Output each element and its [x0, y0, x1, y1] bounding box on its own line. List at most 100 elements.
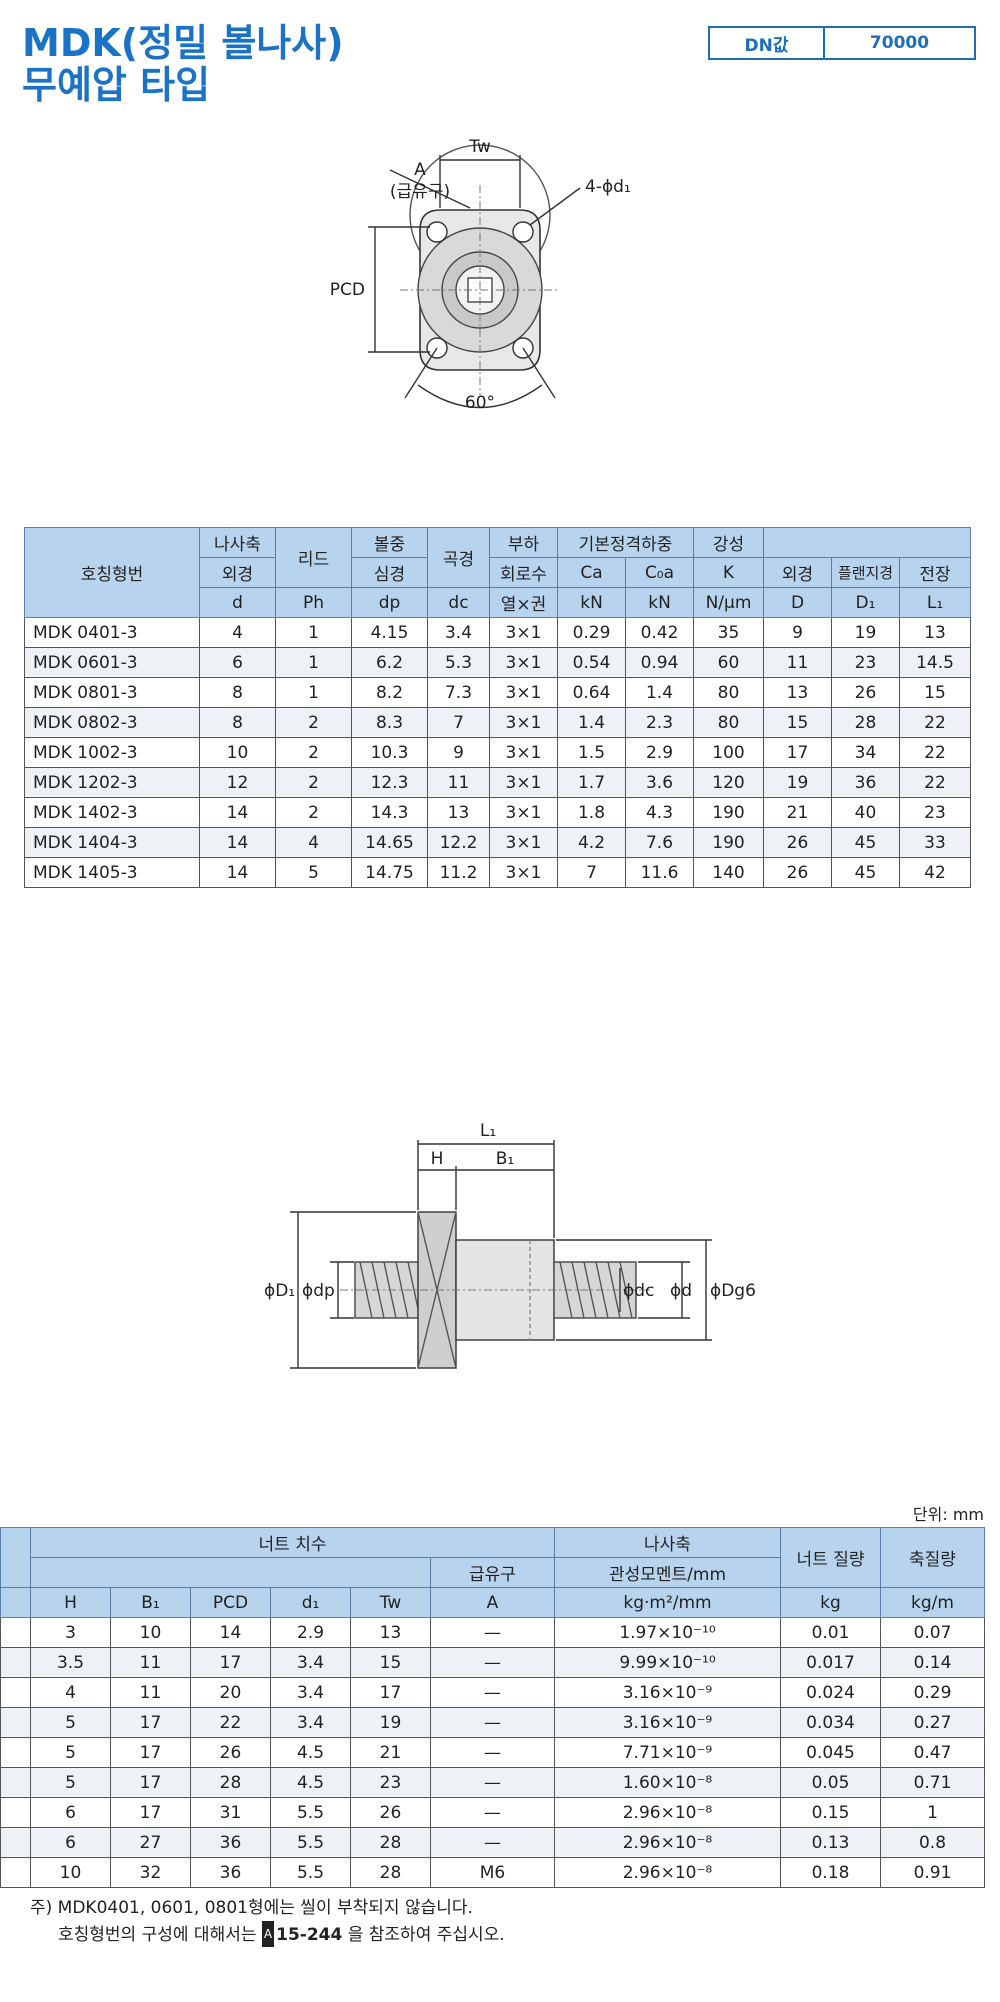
table-cell: 0.94	[625, 647, 694, 678]
table-cell: 0.29	[557, 617, 626, 648]
table-cell: 3×1	[489, 767, 558, 798]
th-nmu: N/μm	[693, 587, 764, 618]
table-cell: —	[430, 1767, 555, 1798]
table-cell: 28	[831, 707, 900, 738]
th-dc: dc	[427, 587, 490, 618]
a-label: A	[414, 160, 426, 180]
th2-spacer2	[0, 1587, 31, 1618]
table-cell: —	[430, 1737, 555, 1768]
table-cell: 3.5	[30, 1647, 111, 1678]
table-cell: 11	[763, 647, 832, 678]
table-cell: MDK 1002-3	[24, 737, 200, 768]
table-cell: 27	[110, 1827, 191, 1858]
unit-label: 단위: mm	[912, 1505, 984, 1524]
note-line2-pre: 호칭형번의 구성에 대해서는	[58, 1925, 257, 1945]
table-cell: 0.034	[780, 1707, 881, 1738]
table-cell: 32	[110, 1857, 191, 1888]
table-cell: 28	[350, 1857, 431, 1888]
h-label: H	[431, 1149, 444, 1169]
table-cell: 5.3	[427, 647, 490, 678]
table-cell: 3	[30, 1617, 111, 1648]
table-cell: 3.4	[427, 617, 490, 648]
table-cell: MDK 0401-3	[24, 617, 200, 648]
nut-side-diagram: L₁ H B₁ ϕD₁ ϕdp ϕdc ϕd ϕDg6	[264, 1121, 756, 1369]
table-cell: —	[430, 1617, 555, 1648]
table-cell: 0.017	[780, 1647, 881, 1678]
table-cell: —	[430, 1647, 555, 1678]
table-cell: 21	[763, 797, 832, 828]
th-L1: L₁	[899, 587, 971, 618]
table-cell: 0.27	[880, 1707, 985, 1738]
table-cell: 28	[350, 1827, 431, 1858]
table-cell-spacer	[0, 1737, 31, 1768]
table-cell: 1.60×10⁻⁸	[554, 1767, 781, 1798]
table-cell: 15	[350, 1647, 431, 1678]
table-cell: 1	[275, 617, 352, 648]
table-cell: 26	[190, 1737, 271, 1768]
phi-dp-label: ϕdp	[302, 1281, 335, 1301]
table-cell: MDK 0801-3	[24, 677, 200, 708]
table-cell-spacer	[0, 1767, 31, 1798]
th2-shaft-mass: 축질량	[880, 1527, 985, 1588]
th2-blank	[30, 1557, 431, 1588]
table-cell: 5	[275, 857, 352, 888]
table-cell: 0.15	[780, 1797, 881, 1828]
th-od: 외경	[199, 557, 276, 588]
th2-Tw: Tw	[350, 1587, 431, 1618]
table-cell: MDK 0802-3	[24, 707, 200, 738]
table-cell: 14	[190, 1617, 271, 1648]
table-cell: 3×1	[489, 737, 558, 768]
table-cell: 36	[190, 1857, 271, 1888]
table-cell: 1.4	[557, 707, 626, 738]
table-cell: 19	[831, 617, 900, 648]
table-cell: MDK 0601-3	[24, 647, 200, 678]
table-cell: 9	[427, 737, 490, 768]
table-cell: 0.024	[780, 1677, 881, 1708]
th-c0a: C₀a	[625, 557, 694, 588]
table-cell: 26	[831, 677, 900, 708]
th-d: d	[199, 587, 276, 618]
angle-label: 60°	[465, 393, 495, 413]
table-cell: 1.8	[557, 797, 626, 828]
phi-d1-label: ϕD₁	[264, 1281, 295, 1301]
table-cell: 11.2	[427, 857, 490, 888]
th2-spacer	[0, 1527, 31, 1588]
table-cell: 0.07	[880, 1617, 985, 1648]
table-cell: 3×1	[489, 707, 558, 738]
table-cell: 12	[199, 767, 276, 798]
table-cell: 1	[275, 647, 352, 678]
table-cell: —	[430, 1827, 555, 1858]
table-cell: 36	[831, 767, 900, 798]
flange-front-diagram: Tw A (급유구) 4-ϕd₁ PCD 60°	[330, 137, 630, 413]
table-cell: 40	[831, 797, 900, 828]
table-cell: 1.97×10⁻¹⁰	[554, 1617, 781, 1648]
table-cell: 12.3	[351, 767, 428, 798]
title-line2: 무예압 타입	[22, 63, 211, 107]
table-cell: 3×1	[489, 797, 558, 828]
table-cell: 60	[693, 647, 764, 678]
table-cell: 10	[30, 1857, 111, 1888]
table-cell: MDK 1404-3	[24, 827, 200, 858]
table-cell: 5.5	[270, 1857, 351, 1888]
th-nut-dims	[763, 527, 971, 558]
table-cell: —	[430, 1677, 555, 1708]
catalog-ref-link[interactable]: 15-244	[276, 1925, 343, 1945]
table-cell: 22	[190, 1707, 271, 1738]
table-cell: 0.71	[880, 1767, 985, 1798]
table-cell: 3.6	[625, 767, 694, 798]
l1-label: L₁	[480, 1121, 496, 1141]
catalog-ref-icon: A	[261, 1921, 275, 1947]
table-cell: 9	[763, 617, 832, 648]
table-cell: 11	[110, 1677, 191, 1708]
th-kn1: kN	[557, 587, 626, 618]
th-D: D	[763, 587, 832, 618]
